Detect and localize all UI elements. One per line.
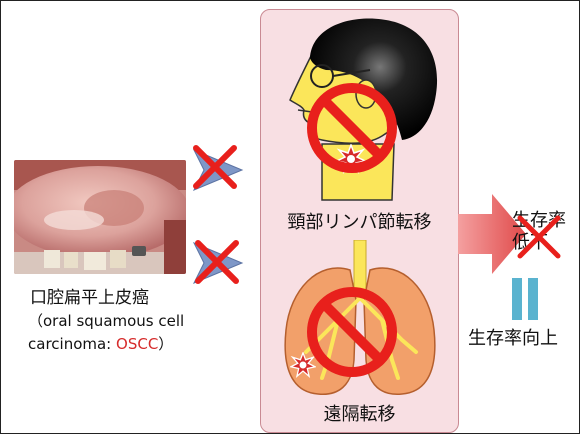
cross-icon	[514, 210, 564, 260]
survival-improvement-label: 生存率向上	[468, 330, 558, 348]
neck-metastasis-label: 頸部リンパ節転移	[260, 208, 459, 234]
equal-bars-icon	[508, 276, 544, 322]
cross-icon	[190, 142, 240, 192]
prohibition-icon	[304, 284, 400, 380]
oscc-label-suffix: ）	[158, 335, 173, 353]
oscc-label-line1: 口腔扁平上皮癌	[30, 290, 149, 307]
oscc-label-line3: carcinoma: OSCC）	[28, 337, 173, 352]
oscc-label-prefix: carcinoma:	[28, 335, 116, 353]
oscc-label-line2: （oral squamous cell	[28, 314, 184, 329]
prohibition-icon	[304, 80, 400, 176]
oral-cavity-photo	[14, 160, 186, 274]
distant-metastasis-label: 遠隔転移	[260, 400, 459, 426]
oscc-abbreviation: OSCC	[116, 335, 158, 353]
cross-icon	[192, 237, 242, 287]
